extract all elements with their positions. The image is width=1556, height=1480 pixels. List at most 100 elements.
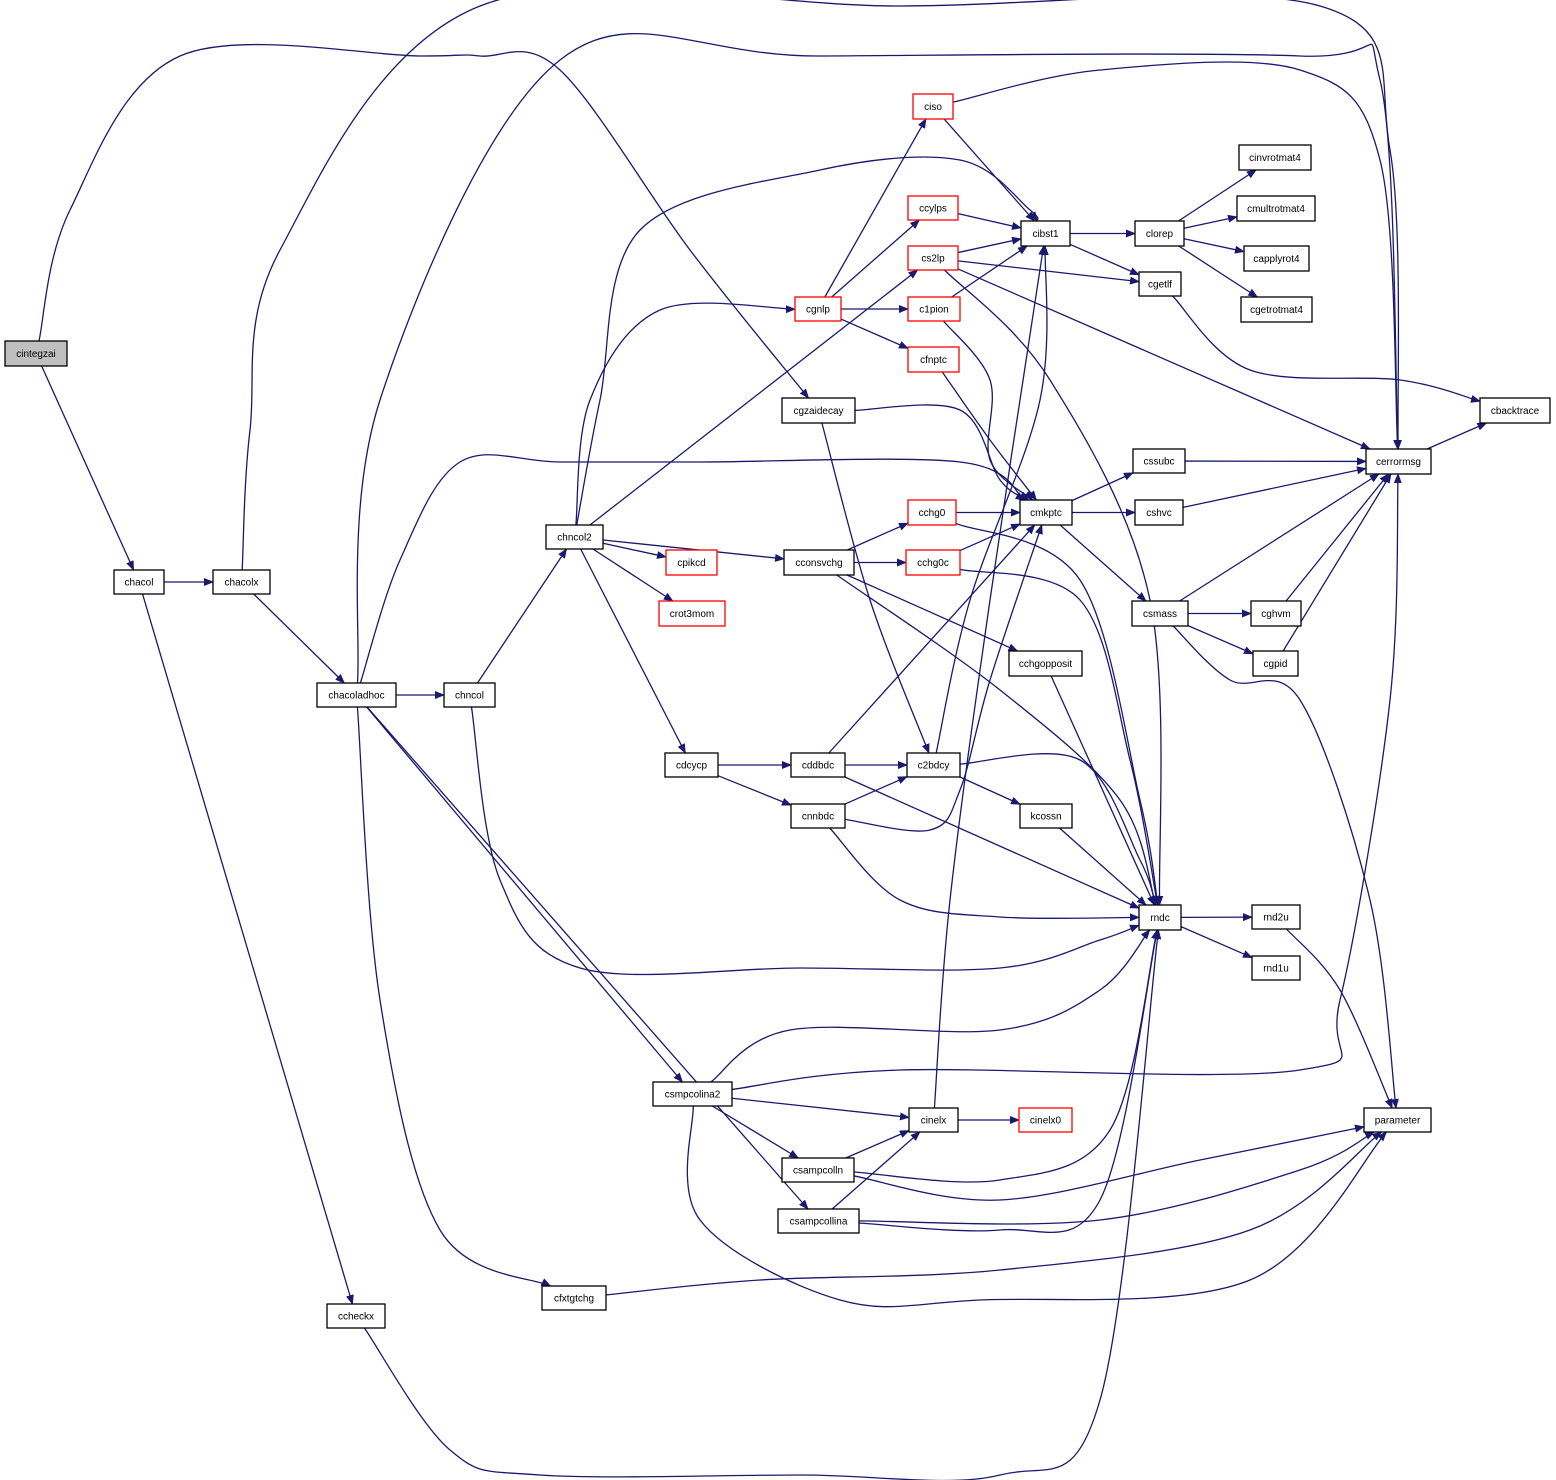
node-box[interactable] bbox=[1018, 1107, 1073, 1133]
node-cghvm[interactable]: cghvm bbox=[1250, 600, 1302, 627]
node-cchg0[interactable]: cchg0 bbox=[907, 499, 957, 526]
node-cshvc[interactable]: cshvc bbox=[1134, 499, 1184, 526]
node-box[interactable] bbox=[907, 499, 957, 526]
node-cinvrotmat4[interactable]: cinvrotmat4 bbox=[1238, 144, 1312, 171]
node-box[interactable] bbox=[1134, 220, 1185, 247]
node-box[interactable] bbox=[781, 397, 856, 424]
node-box[interactable] bbox=[907, 296, 961, 322]
node-box[interactable] bbox=[777, 1208, 860, 1234]
node-cchgopposit[interactable]: cchgopposit bbox=[1008, 650, 1083, 677]
node-cbacktrace[interactable]: cbacktrace bbox=[1479, 397, 1551, 424]
node-cgetlf[interactable]: cgetlf bbox=[1138, 271, 1182, 297]
node-cnnbdc[interactable]: cnnbdc bbox=[790, 803, 846, 829]
node-box[interactable] bbox=[1138, 904, 1182, 931]
node-box[interactable] bbox=[652, 1081, 733, 1107]
node-cddbdc[interactable]: cddbdc bbox=[790, 752, 846, 778]
node-chacolx[interactable]: chacolx bbox=[212, 569, 271, 595]
node-box[interactable] bbox=[1252, 650, 1299, 677]
node-box[interactable] bbox=[1138, 271, 1182, 297]
node-box[interactable] bbox=[212, 569, 271, 595]
node-box[interactable] bbox=[912, 93, 954, 120]
node-box[interactable] bbox=[1250, 600, 1302, 627]
node-box[interactable] bbox=[1243, 245, 1310, 272]
node-cmultrotmat4[interactable]: cmultrotmat4 bbox=[1236, 195, 1316, 222]
node-csampcollina[interactable]: csampcollina bbox=[777, 1208, 860, 1234]
node-cgzaidecay[interactable]: cgzaidecay bbox=[781, 397, 856, 424]
node-capplyrot4[interactable]: capplyrot4 bbox=[1243, 245, 1310, 272]
node-box[interactable] bbox=[326, 1303, 386, 1329]
node-cchg0c[interactable]: cchg0c bbox=[905, 549, 961, 576]
node-chncol[interactable]: chncol bbox=[443, 682, 496, 708]
node-cibst1[interactable]: cibst1 bbox=[1020, 220, 1071, 247]
node-box[interactable] bbox=[1251, 904, 1301, 930]
node-c2bdcy[interactable]: c2bdcy bbox=[906, 752, 961, 778]
node-box[interactable] bbox=[1134, 499, 1184, 526]
node-ccheckx[interactable]: ccheckx bbox=[326, 1303, 386, 1329]
node-box[interactable] bbox=[1019, 803, 1073, 829]
node-cfxtgtchg[interactable]: cfxtgtchg bbox=[541, 1285, 607, 1311]
node-csmass[interactable]: csmass bbox=[1131, 600, 1189, 627]
node-rndc[interactable]: rndc bbox=[1138, 904, 1182, 931]
node-box[interactable] bbox=[443, 682, 496, 708]
node-box[interactable] bbox=[113, 569, 165, 595]
node-cdcycp[interactable]: cdcycp bbox=[664, 752, 719, 778]
node-box[interactable] bbox=[1363, 1107, 1432, 1133]
node-box[interactable] bbox=[905, 549, 961, 576]
node-chacol[interactable]: chacol bbox=[113, 569, 165, 595]
node-box[interactable] bbox=[1236, 195, 1316, 222]
node-cmkptc[interactable]: cmkptc bbox=[1019, 499, 1073, 526]
node-box[interactable] bbox=[1365, 448, 1432, 475]
node-cinelx0[interactable]: cinelx0 bbox=[1018, 1107, 1073, 1133]
node-box[interactable] bbox=[1132, 448, 1186, 474]
node-box[interactable] bbox=[794, 296, 842, 322]
node-cpikcd[interactable]: cpikcd bbox=[665, 549, 718, 576]
node-chacoladhoc[interactable]: chacoladhoc bbox=[316, 682, 397, 708]
node-box[interactable] bbox=[1131, 600, 1189, 627]
node-box[interactable] bbox=[658, 600, 726, 627]
node-cfnptc[interactable]: cfnptc bbox=[907, 346, 960, 373]
node-box[interactable] bbox=[1479, 397, 1551, 424]
node-cs2lp[interactable]: cs2lp bbox=[907, 245, 959, 271]
node-chncol2[interactable]: chncol2 bbox=[545, 524, 604, 550]
node-cintegzai[interactable]: cintegzai bbox=[4, 340, 68, 367]
node-c1pion[interactable]: c1pion bbox=[907, 296, 961, 322]
node-box[interactable] bbox=[790, 752, 846, 778]
node-crot3mom[interactable]: crot3mom bbox=[658, 600, 726, 627]
node-box[interactable] bbox=[907, 346, 960, 373]
node-box[interactable] bbox=[906, 752, 961, 778]
node-box[interactable] bbox=[790, 803, 846, 829]
node-box[interactable] bbox=[908, 1107, 959, 1133]
node-clorep[interactable]: clorep bbox=[1134, 220, 1185, 247]
node-ciso[interactable]: ciso bbox=[912, 93, 954, 120]
node-box[interactable] bbox=[1238, 144, 1312, 171]
node-box[interactable] bbox=[781, 1157, 855, 1183]
node-box[interactable] bbox=[1019, 499, 1073, 526]
node-kcossn[interactable]: kcossn bbox=[1019, 803, 1073, 829]
node-box[interactable] bbox=[316, 682, 397, 708]
node-box[interactable] bbox=[545, 524, 604, 550]
node-rnd2u[interactable]: rnd2u bbox=[1251, 904, 1301, 930]
node-ccylps[interactable]: ccylps bbox=[907, 195, 959, 221]
node-cerrormsg[interactable]: cerrormsg bbox=[1365, 448, 1432, 475]
node-box[interactable] bbox=[1251, 955, 1301, 981]
node-cssubc[interactable]: cssubc bbox=[1132, 448, 1186, 474]
node-box[interactable] bbox=[1020, 220, 1071, 247]
node-rnd1u[interactable]: rnd1u bbox=[1251, 955, 1301, 981]
node-box[interactable] bbox=[1240, 296, 1313, 323]
node-csmpcolina2[interactable]: csmpcolina2 bbox=[652, 1081, 733, 1107]
node-cgnlp[interactable]: cgnlp bbox=[794, 296, 842, 322]
node-cinelx[interactable]: cinelx bbox=[908, 1107, 959, 1133]
node-box[interactable] bbox=[907, 245, 959, 271]
node-box[interactable] bbox=[541, 1285, 607, 1311]
node-parameter[interactable]: parameter bbox=[1363, 1107, 1432, 1133]
node-box[interactable] bbox=[907, 195, 959, 221]
node-box[interactable] bbox=[1008, 650, 1083, 677]
node-box[interactable] bbox=[783, 549, 855, 576]
node-box[interactable] bbox=[4, 340, 68, 367]
node-box[interactable] bbox=[664, 752, 719, 778]
node-box[interactable] bbox=[665, 549, 718, 576]
node-csampcolln[interactable]: csampcolln bbox=[781, 1157, 855, 1183]
node-cgpid[interactable]: cgpid bbox=[1252, 650, 1299, 677]
node-cconsvchg[interactable]: cconsvchg bbox=[783, 549, 855, 576]
node-cgetrotmat4[interactable]: cgetrotmat4 bbox=[1240, 296, 1313, 323]
